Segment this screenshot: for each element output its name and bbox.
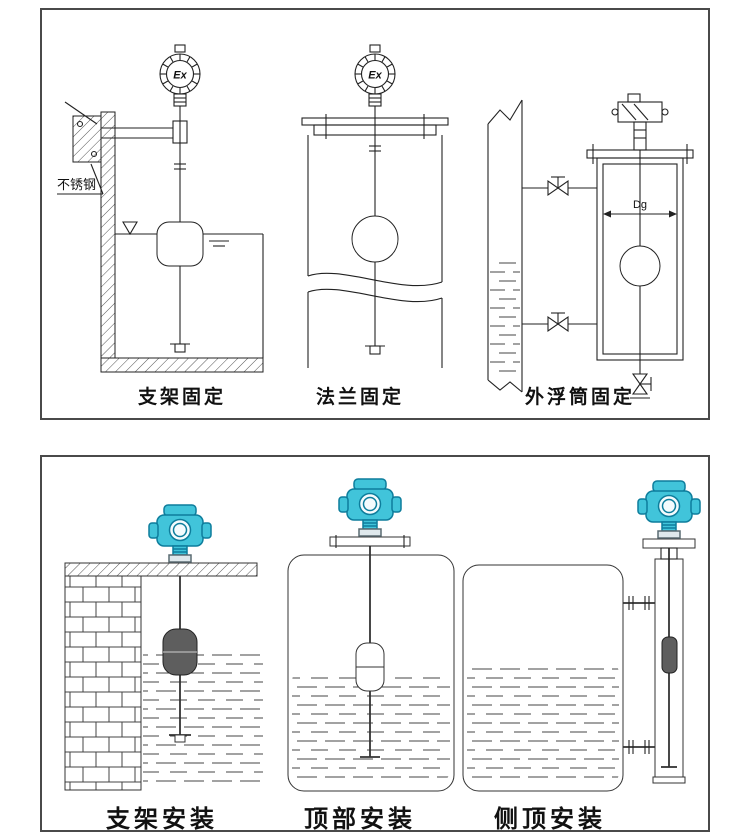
diagram-side-top-installation [462, 480, 701, 792]
caption-bracket-installation: 支架安装 [106, 806, 218, 833]
caption-flange-fixing: 法兰固定 [315, 387, 404, 408]
float [351, 215, 399, 263]
transmitter-box [617, 101, 663, 123]
float [619, 245, 661, 287]
float [156, 221, 204, 267]
diagram-top-installation [287, 478, 455, 792]
caption-external-chamber-fixing: 外浮筒固定 [524, 387, 635, 408]
diagram-flange-fixing [301, 44, 449, 368]
stainless-steel-label: 不锈钢 [57, 177, 96, 192]
liquid [490, 262, 520, 376]
flange [642, 538, 696, 549]
float [661, 636, 678, 674]
caption-side-top-installation: 侧顶安装 [494, 806, 606, 833]
brick-wall [64, 575, 142, 791]
fixing-methods-panel: 不锈钢 [40, 8, 710, 420]
wall [100, 111, 116, 359]
liquid [292, 671, 450, 781]
liquid [143, 647, 263, 789]
flange [329, 536, 411, 547]
floor [100, 357, 264, 373]
caption-bracket-fixing: 支架固定 [137, 387, 226, 408]
bracket-shelf [64, 562, 258, 577]
diagram-bracket-fixing: 不锈钢 [57, 44, 264, 373]
diagram-external-chamber-fixing: Dg [487, 93, 694, 399]
installation-methods-panel: 支架安装 顶部安装 侧顶安装 [40, 455, 710, 833]
liquid [467, 663, 619, 783]
diagram-bracket-installation [64, 504, 263, 791]
caption-top-installation: 顶部安装 [304, 806, 416, 833]
